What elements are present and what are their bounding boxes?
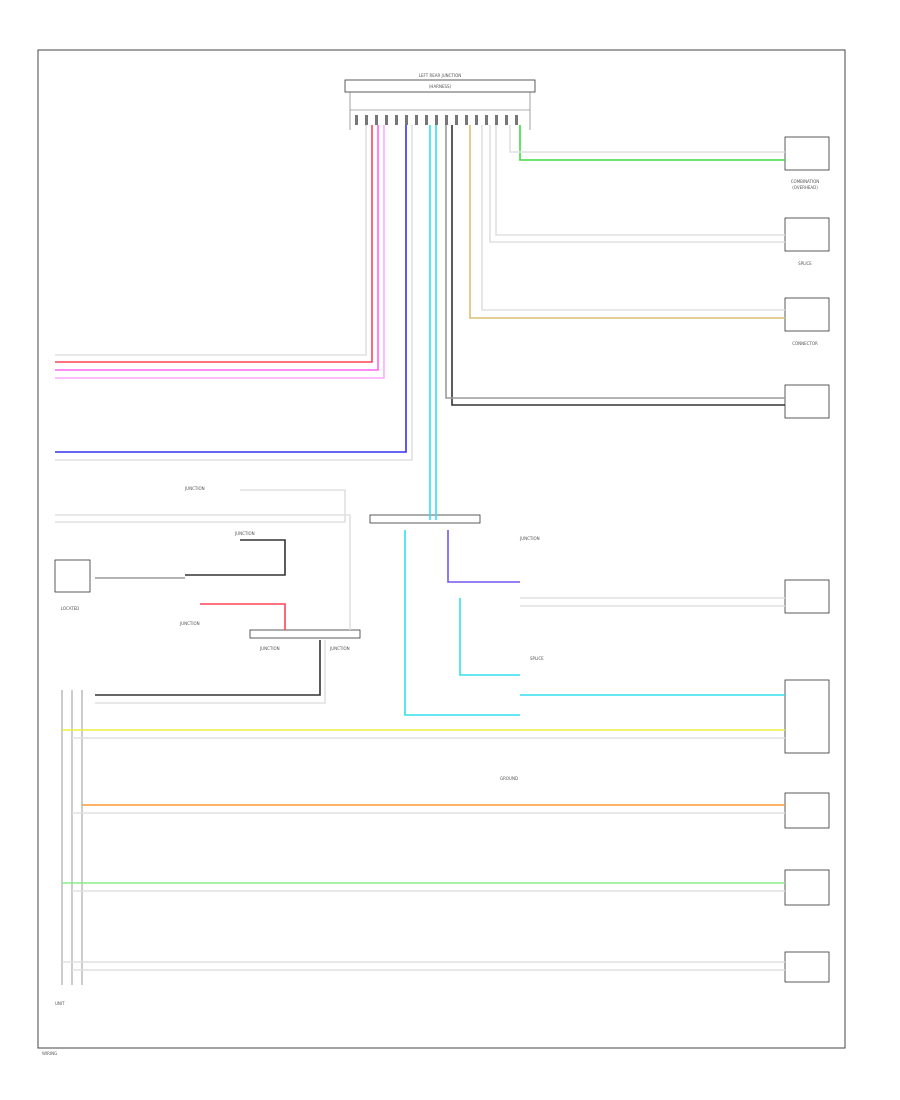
diagram-frame	[37, 49, 846, 1049]
connector-pin	[515, 115, 518, 125]
junction-label-3: JUNCTION	[179, 621, 200, 626]
left-components: LOCATED	[54, 514, 481, 639]
w-violet	[447, 530, 520, 583]
top-connector-body	[344, 79, 536, 93]
ground-label: GROUND	[500, 776, 518, 781]
w-black	[451, 125, 785, 406]
w-white-b	[55, 125, 413, 461]
junction-label-2: JUNCTION	[234, 531, 255, 536]
w-lb-5	[459, 598, 520, 676]
component-4	[784, 384, 830, 419]
junction-label-4: JUNCTION	[259, 646, 280, 651]
top-connector-sub: (HARNESS)	[429, 84, 452, 89]
component-3	[784, 297, 830, 332]
connector-pin	[465, 115, 468, 125]
right-components: COMBINATION (OVERHEAD) SPLICE CONNECTOR	[784, 136, 830, 983]
component-1-label: COMBINATION	[791, 179, 820, 184]
left-component-label: LOCATED	[61, 606, 80, 611]
center-junction-bar	[369, 514, 481, 524]
wires-group	[55, 115, 785, 971]
w-pink-light	[55, 125, 385, 379]
component-5	[784, 579, 830, 614]
component-6	[784, 679, 830, 754]
left-component	[54, 559, 91, 593]
w-lb-3	[404, 530, 520, 716]
w-white-h	[55, 489, 346, 523]
connector-pin	[415, 115, 418, 125]
w-green-top	[519, 125, 785, 161]
top-connector: LEFT REAR JUNCTION (HARNESS)	[344, 73, 536, 130]
connector-pin	[395, 115, 398, 125]
unit-label: UNIT	[55, 1001, 65, 1006]
w-black-2	[185, 539, 286, 576]
top-connector-name: LEFT REAR JUNCTION	[419, 73, 461, 78]
footer-label: WIRING	[42, 1051, 57, 1056]
connector-pin	[495, 115, 498, 125]
connector-pin	[505, 115, 508, 125]
connector-pin	[385, 115, 388, 125]
w-gray-2	[489, 125, 785, 243]
junction-label-6: JUNCTION	[519, 536, 540, 541]
component-1-sub: (OVERHEAD)	[792, 185, 818, 190]
ground-bus	[61, 690, 83, 985]
connector-pin	[375, 115, 378, 125]
connector-pin	[445, 115, 448, 125]
component-3-label: CONNECTOR	[792, 341, 818, 346]
connector-pin	[455, 115, 458, 125]
connector-pin	[365, 115, 368, 125]
junction-label-1: JUNCTION	[184, 486, 205, 491]
connector-pin	[485, 115, 488, 125]
left-junction-bar	[249, 629, 361, 639]
connector-pin	[435, 115, 438, 125]
junction-labels: JUNCTION JUNCTION JUNCTION JUNCTION JUNC…	[42, 486, 544, 1056]
w-pink	[55, 125, 379, 371]
w-gray-1	[495, 125, 785, 236]
junction-label-5: JUNCTION	[329, 646, 350, 651]
w-gray-3	[445, 125, 785, 399]
w-red-2	[200, 603, 286, 630]
component-2-label: SPLICE	[798, 261, 812, 266]
splice-label: SPLICE	[530, 656, 544, 661]
w-white-c	[509, 125, 785, 153]
connector-pin	[475, 115, 478, 125]
w-white-a	[55, 125, 367, 356]
component-7	[784, 792, 830, 829]
component-8	[784, 869, 830, 906]
connector-pin	[425, 115, 428, 125]
component-1	[784, 136, 830, 171]
component-2	[784, 217, 830, 252]
w-tan	[469, 125, 785, 319]
connector-pin	[405, 115, 408, 125]
connector-pin	[355, 115, 358, 125]
component-9	[784, 951, 830, 983]
w-black-3	[95, 640, 321, 696]
w-white-d	[481, 125, 785, 311]
w-white-g	[55, 514, 351, 630]
w-white-i	[95, 640, 326, 704]
w-blue	[55, 125, 407, 453]
w-red	[55, 125, 373, 363]
